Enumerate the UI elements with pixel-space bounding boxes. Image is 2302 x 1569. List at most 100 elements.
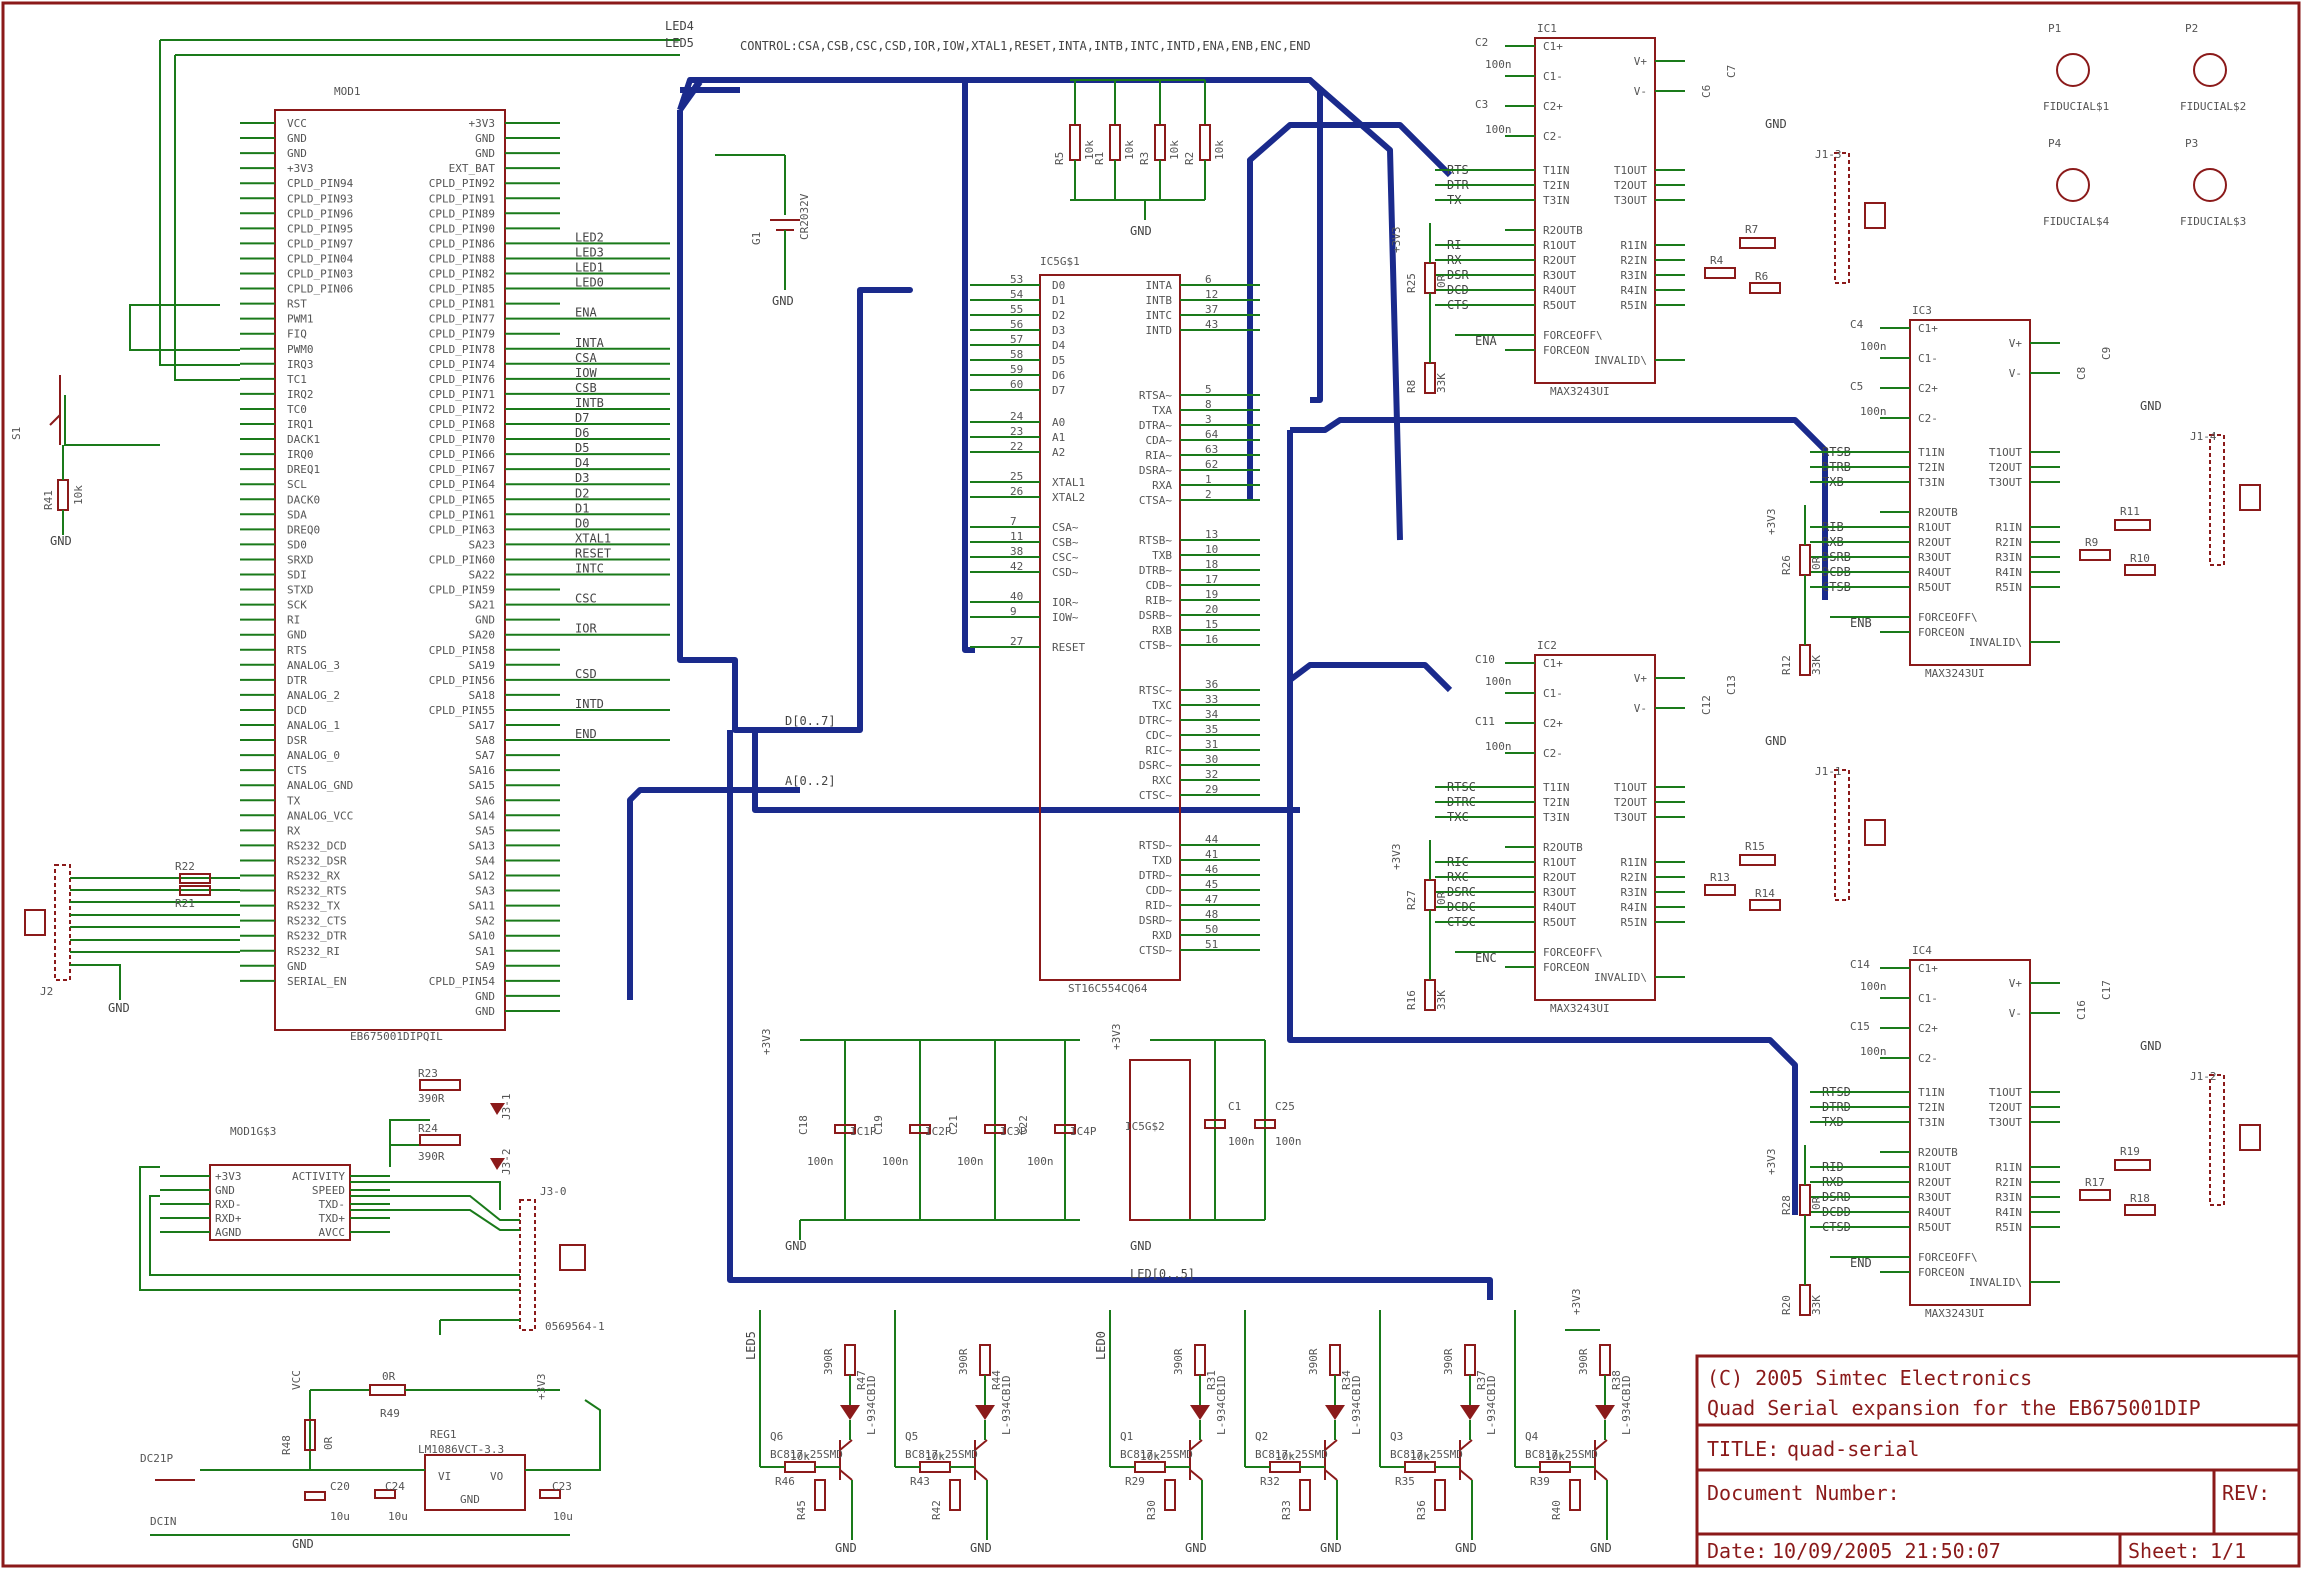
max3243-pin-label: R3IN <box>1996 551 2023 564</box>
mod1-net-label: INTB <box>575 396 604 410</box>
cap-value: 100n <box>1485 58 1512 71</box>
max3243-pin-label: C1- <box>1918 992 1938 1005</box>
pulldown-ref: R40 <box>1550 1500 1563 1520</box>
max3243-pin-label: T1OUT <box>1614 164 1647 177</box>
cap-ref: C7 <box>1725 65 1738 78</box>
ic5-right-pin-label: DSRC~ <box>1139 759 1172 772</box>
resistor-ref: R19 <box>2120 1145 2140 1158</box>
led-resistor-ref: R44 <box>990 1370 1003 1390</box>
transistor-collector <box>974 1439 988 1451</box>
data-bus-label: D[0..7] <box>785 714 836 728</box>
mod1g3-pin-label: TXD+ <box>319 1212 346 1225</box>
mod1-right-pin-label: GND <box>475 614 495 627</box>
cap-ref: C5 <box>1850 380 1863 393</box>
mod1-right-pin-label: SA16 <box>469 764 496 777</box>
ic5-right-pin-label: DSRB~ <box>1139 609 1172 622</box>
led-diode <box>840 1405 860 1420</box>
mod1-left-pin-label: SRXD <box>287 553 314 566</box>
supply-label: +3V3 <box>1570 1289 1583 1316</box>
max3243-pin-label: R3OUT <box>1543 886 1576 899</box>
svg-text:C24: C24 <box>385 1480 405 1493</box>
max3243-pin-label: C2+ <box>1918 382 1938 395</box>
ic5-left-pin-label: XTAL2 <box>1052 491 1085 504</box>
svg-text:MOD1G$3: MOD1G$3 <box>230 1125 276 1138</box>
max3243-pin-label: R5OUT <box>1543 916 1576 929</box>
sheet-value: 1/1 <box>2210 1539 2246 1563</box>
fiducial-marker <box>2056 168 2090 202</box>
max3243-pin-label: C2+ <box>1543 100 1563 113</box>
fiducials: P1FIDUCIAL$1P2FIDUCIAL$2P4FIDUCIAL$4P3FI… <box>2043 22 2246 228</box>
max3243-pin-label: INVALID\ <box>1594 971 1647 984</box>
max3243-pin-label: T2OUT <box>1989 461 2022 474</box>
max3243-pin-label: FORCEOFF\ <box>1918 1251 1978 1264</box>
max3243-pin-label: T2IN <box>1543 179 1570 192</box>
resistor-ref: R8 <box>1405 380 1418 393</box>
mod1-left-pin-label: ANALOG_VCC <box>287 809 353 822</box>
svg-text:J3-0: J3-0 <box>540 1185 567 1198</box>
ic5-right-pin-label: TXC <box>1152 699 1172 712</box>
led5-wire <box>159 40 240 366</box>
mod1g3-pin-label: SPEED <box>312 1184 345 1197</box>
ic5-right-pin-num: 50 <box>1205 923 1218 936</box>
svg-text:+3V3: +3V3 <box>760 1029 773 1056</box>
ic5-left-pin-num: 55 <box>1010 303 1023 316</box>
mod1-right-pin-label: CPLD_PIN63 <box>429 523 495 536</box>
max3243-pin-label: C2- <box>1543 130 1563 143</box>
rj-connector-label: J1-1 <box>1815 765 1842 778</box>
ic5-right-pin-num: 31 <box>1205 738 1218 751</box>
rj-connector-jack <box>1864 202 1886 229</box>
resistor-ref: R16 <box>1405 990 1418 1010</box>
transistor-ref: Q6 <box>770 1430 783 1443</box>
max3243-pin-label: R3IN <box>1621 886 1648 899</box>
cap-ref: C15 <box>1850 1020 1870 1033</box>
led-part: L-934CB1D <box>1215 1375 1228 1435</box>
rj-connector <box>2209 434 2225 566</box>
led-resistor <box>1464 1344 1476 1376</box>
mod1-right-pin-label: SA21 <box>469 599 496 612</box>
ic5-right-pin-num: 36 <box>1205 678 1218 691</box>
ic5-left-pin-num: 22 <box>1010 440 1023 453</box>
power-supply-reg1: REG1 LM1086VCT-3.3 VI VO GND VCC 0R R49 … <box>140 1370 601 1551</box>
mod1-net-label: D0 <box>575 516 589 530</box>
ic5-right-pin-num: 5 <box>1205 383 1212 396</box>
pulldown-resistor <box>1569 1479 1581 1511</box>
ic5-right-pin-num: 30 <box>1205 753 1218 766</box>
ic5-left-pin-label: D5 <box>1052 354 1065 367</box>
mod1-right-pin-label: SA14 <box>469 809 496 822</box>
pulldown-ref: R30 <box>1145 1500 1158 1520</box>
svg-text:R41: R41 <box>42 490 55 510</box>
ic5-right-pin-label: TXA <box>1152 404 1172 417</box>
mod1-right-pin-label: CPLD_PIN85 <box>429 283 495 296</box>
resistor-value: 0R <box>1810 1196 1823 1210</box>
ic5-right-pin-num: 63 <box>1205 443 1218 456</box>
max3243-pin-label: T1OUT <box>1989 1086 2022 1099</box>
max3243-pin-label: T1OUT <box>1989 446 2022 459</box>
cap-value: 100n <box>1860 405 1887 418</box>
gnd-label: GND <box>1765 734 1787 748</box>
mod1-left-pin-label: VCC <box>287 117 307 130</box>
ic5-right-pin-num: 48 <box>1205 908 1218 921</box>
ic5-right-pin-label: RTSB~ <box>1139 534 1172 547</box>
max3243-pin-label: V- <box>1634 702 1647 715</box>
fiducial-marker <box>2056 53 2090 87</box>
fiducial-label: FIDUCIAL$4 <box>2043 215 2110 228</box>
ic5-right-pin-label: CDA~ <box>1146 434 1173 447</box>
bypass-cap-ref: C22 <box>1017 1115 1030 1135</box>
ic5-right-pin-label: DTRD~ <box>1139 869 1172 882</box>
led-resistor-value: 390R <box>822 1348 835 1375</box>
ic5-left-pin-label: D1 <box>1052 294 1065 307</box>
rj-connector <box>1834 152 1850 284</box>
svg-text:+3V3: +3V3 <box>535 1374 548 1401</box>
max3243-pin-label: R1IN <box>1996 521 2023 534</box>
mod1-right-pin-label: SA22 <box>469 569 496 582</box>
ic5-left-pin-num: 26 <box>1010 485 1023 498</box>
max3243-pin-label: R5IN <box>1996 1221 2023 1234</box>
mod1-left-pin-label: RS232_RTS <box>287 885 347 898</box>
mod1-left-pin-label: +3V3 <box>287 162 314 175</box>
max3243-pin-label: FORCEON <box>1543 344 1589 357</box>
max3243-pin-label: INVALID\ <box>1969 636 2022 649</box>
max3243-pin-label: R3IN <box>1996 1191 2023 1204</box>
cap-value: 100n <box>1860 980 1887 993</box>
ic5-left-pin-label: CSC~ <box>1052 551 1079 564</box>
